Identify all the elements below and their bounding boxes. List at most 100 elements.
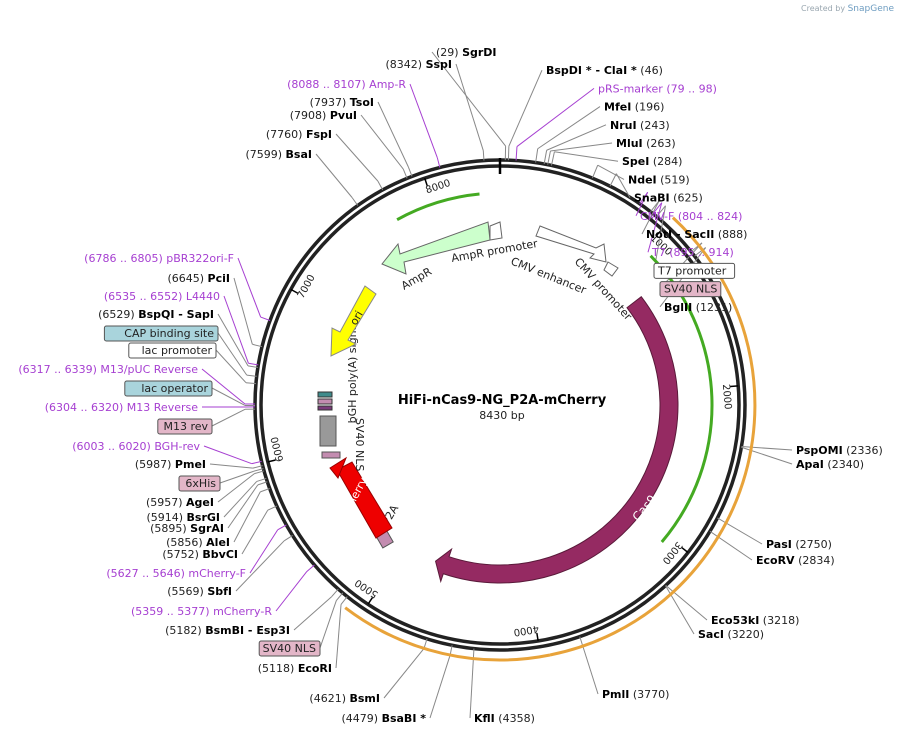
- leader-line: [306, 564, 315, 572]
- feature-tag[interactable]: SV40 NLS: [664, 283, 717, 296]
- bgh-feature[interactable]: [319, 415, 337, 447]
- restriction-site-label[interactable]: (7908) PvuI: [290, 109, 357, 122]
- leader-line: [293, 596, 333, 631]
- leader-line: [340, 596, 348, 605]
- leader-line: [641, 200, 660, 235]
- primer-label[interactable]: T7 (895 .. 914): [651, 246, 734, 259]
- leader-line: [248, 362, 259, 366]
- restriction-site-label[interactable]: PasI (2750): [766, 538, 832, 551]
- restriction-site-label[interactable]: (5987) PmeI: [135, 458, 206, 471]
- leader-line: [256, 477, 267, 482]
- primer-label[interactable]: (8088 .. 8107) Amp-R: [287, 78, 406, 91]
- leader-line: [535, 148, 539, 163]
- leader-line: [219, 470, 254, 484]
- restriction-site-label[interactable]: (5895) SgrAI: [150, 522, 224, 535]
- feature-tag[interactable]: SV40 NLS: [263, 642, 316, 655]
- feature-tag[interactable]: M13 rev: [163, 420, 208, 433]
- primer-label[interactable]: (6304 .. 6320) M13 Reverse: [45, 401, 198, 414]
- restriction-site-label[interactable]: (5752) BbvCI: [162, 548, 238, 561]
- sv40-nls-small[interactable]: [321, 451, 341, 459]
- restriction-site-label[interactable]: (4479) BsaBI *: [342, 712, 427, 725]
- leader-line: [665, 585, 708, 621]
- feature-tag-box: [157, 418, 213, 435]
- restriction-site-label[interactable]: (7599) BsaI: [245, 148, 312, 161]
- restriction-site-label[interactable]: MfeI (196): [604, 101, 664, 114]
- restriction-site-label[interactable]: (7760) FspI: [266, 128, 332, 141]
- restriction-site-label[interactable]: BspDI * - ClaI * (46): [546, 64, 663, 77]
- restriction-site-label[interactable]: (5569) SbfI: [167, 585, 232, 598]
- feature-tag[interactable]: lac operator: [141, 382, 208, 395]
- leader-line: [546, 124, 607, 151]
- primer-label[interactable]: pRS-marker (79 .. 98): [598, 82, 717, 95]
- primer-label[interactable]: (5359 .. 5377) mCherry-R: [131, 605, 272, 618]
- restriction-site-label[interactable]: NruI (243): [610, 119, 670, 132]
- leader-line: [283, 535, 293, 542]
- primer-label[interactable]: (6317 .. 6339) M13/pUC Reverse: [18, 363, 198, 376]
- ampr-feature[interactable]: [381, 221, 491, 275]
- leader-line: [215, 349, 247, 384]
- cas9-feature[interactable]: [434, 296, 679, 584]
- leader-line: [253, 468, 264, 472]
- restriction-site-label[interactable]: KflI (4358): [474, 712, 535, 725]
- primer-label[interactable]: (6003 .. 6020) BGH-rev: [72, 440, 200, 453]
- restriction-site-label[interactable]: (5856) AleI: [166, 536, 230, 549]
- primer-label[interactable]: (6535 .. 6552) L4440: [104, 290, 220, 303]
- feature-tag[interactable]: 6xHis: [185, 477, 216, 490]
- leader-line: [335, 592, 344, 601]
- feature-tag[interactable]: CAP binding site: [124, 327, 214, 340]
- credit-brand: SnapGene: [847, 4, 894, 14]
- leader-line: [260, 488, 270, 493]
- cmv-enhancer-feature[interactable]: [535, 225, 607, 263]
- restriction-site-label[interactable]: PspOMI (2336): [796, 444, 883, 457]
- restriction-site-label[interactable]: BglII (1231): [664, 301, 732, 314]
- leader-line: [554, 151, 619, 162]
- leader-line: [377, 180, 384, 191]
- restriction-site-label[interactable]: (5182) BsmBI - Esp3I: [165, 624, 290, 637]
- leader-line: [211, 408, 246, 427]
- restriction-site-label[interactable]: PmlI (3770): [602, 688, 669, 701]
- restriction-site-label[interactable]: (4621) BsmI: [309, 692, 380, 705]
- leader-line: [360, 114, 404, 170]
- feature-tag[interactable]: lac promoter: [142, 344, 213, 357]
- primer-label[interactable]: CMV-F (804 .. 824): [640, 210, 742, 223]
- restriction-site-label[interactable]: (8342) SspI: [385, 58, 452, 71]
- leader-lines: [201, 51, 793, 719]
- leader-line: [537, 106, 601, 150]
- restriction-site-label[interactable]: (5957) AgeI: [146, 496, 214, 509]
- ori-label: ori: [347, 309, 365, 328]
- cmv-promoter-feature[interactable]: [603, 261, 619, 277]
- ori-feature[interactable]: [330, 285, 377, 357]
- ampr-promoter-feature[interactable]: [489, 221, 503, 241]
- ring-tick: [730, 385, 739, 388]
- restriction-site-label[interactable]: SpeI (284): [622, 155, 682, 168]
- ring-tick-label: 6000: [270, 435, 287, 462]
- restriction-site-label[interactable]: SacI (3220): [698, 628, 764, 641]
- restriction-site-label[interactable]: (29) SgrDI: [436, 46, 497, 59]
- restriction-site-label[interactable]: (5914) BsrGI: [146, 511, 220, 524]
- restriction-site-label[interactable]: ApaI (2340): [796, 458, 864, 471]
- leader-line: [211, 387, 246, 406]
- lac-operator-mark: [317, 391, 333, 398]
- primer-label[interactable]: (5627 .. 5646) mCherry-F: [106, 567, 246, 580]
- restriction-site-label[interactable]: NotI - SacII (888): [646, 228, 747, 241]
- restriction-site-label[interactable]: (6645) PciI: [167, 272, 230, 285]
- leader-line: [407, 166, 413, 177]
- restriction-site-label[interactable]: SnaBI (625): [634, 192, 703, 205]
- leader-line: [469, 648, 475, 719]
- leader-line: [335, 133, 379, 182]
- restriction-site-label[interactable]: (6529) BspQI - SapI: [98, 308, 214, 321]
- leader-line: [709, 530, 753, 561]
- restriction-site-label[interactable]: MluI (263): [616, 137, 676, 150]
- mcherry-feature[interactable]: [336, 461, 393, 539]
- feature-tag[interactable]: T7 promoter: [657, 264, 727, 277]
- restriction-site-label[interactable]: (7937) TsoI: [310, 96, 374, 109]
- restriction-site-label[interactable]: NdeI (519): [628, 173, 690, 186]
- leader-line: [233, 277, 253, 345]
- feature-tag-box: [258, 640, 321, 657]
- primer-label[interactable]: (6786 .. 6805) pBR322ori-F: [84, 252, 234, 265]
- restriction-site-label[interactable]: EcoRV (2834): [756, 554, 835, 567]
- ampr-green-ring: [396, 192, 480, 222]
- ring-tick: [290, 288, 299, 294]
- restriction-site-label[interactable]: (5118) EcoRI: [258, 662, 332, 675]
- restriction-site-label[interactable]: Eco53kI (3218): [711, 614, 799, 627]
